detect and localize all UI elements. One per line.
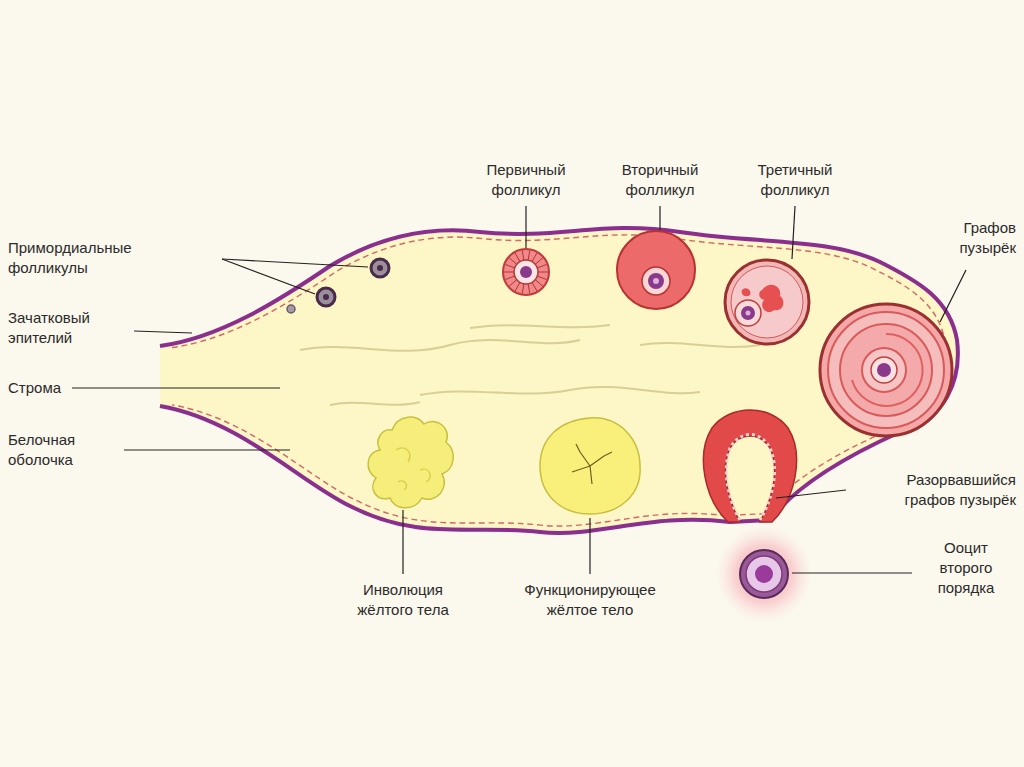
part-label: Вторичный фолликул [600,160,720,200]
cell-stroke [532,282,537,291]
tertiary-follicle [725,260,809,344]
cell-stroke [515,253,520,262]
primordial-follicles [287,259,389,313]
graafian-follicle [820,304,952,436]
cell-stroke [528,284,530,294]
cell-stroke [522,250,524,260]
cell-stroke [509,280,517,286]
functioning-corpus-luteum [540,418,640,514]
part-label: Ооцит второго порядка [916,538,1016,598]
cell-stroke [532,253,537,262]
part-label: Графов пузырёк [918,218,1016,258]
granulosa-cells [504,250,548,293]
cell-stroke [505,264,514,267]
cell-stroke [528,250,530,260]
cell-stroke [522,284,524,294]
part-label: Строма [8,378,78,398]
ruptured-follicle [703,410,796,522]
cell-stroke [504,272,514,273]
part-label: Третичный фолликул [735,160,855,200]
part-label: Примордиальные фолликулы [8,238,208,278]
cell-stroke [537,264,546,267]
leader-lines [72,206,966,574]
part-label: Разорвавшийся графов пузырёк [852,470,1016,510]
released-oocyte [716,526,812,622]
part-label: Функционирующее жёлтое тело [505,580,675,620]
stroma-lines [300,325,760,405]
cell-stroke [535,280,543,286]
cortex-dashed-line [172,235,946,526]
cell-stroke [535,258,543,264]
primary-follicle [503,249,549,295]
cell-stroke [509,258,517,264]
ovary-outline [160,228,958,533]
involuting-corpus-luteum [368,417,453,508]
part-label: Зачатковый эпителий [8,308,134,348]
cell-stroke [505,276,514,279]
part-label: Инволюция жёлтого тела [340,580,466,620]
cell-stroke [515,282,520,291]
part-label: Белочная оболочка [8,430,124,470]
part-label: Первичный фолликул [466,160,586,200]
secondary-follicle [617,231,695,309]
cell-stroke [538,272,548,273]
cell-stroke [537,276,546,279]
